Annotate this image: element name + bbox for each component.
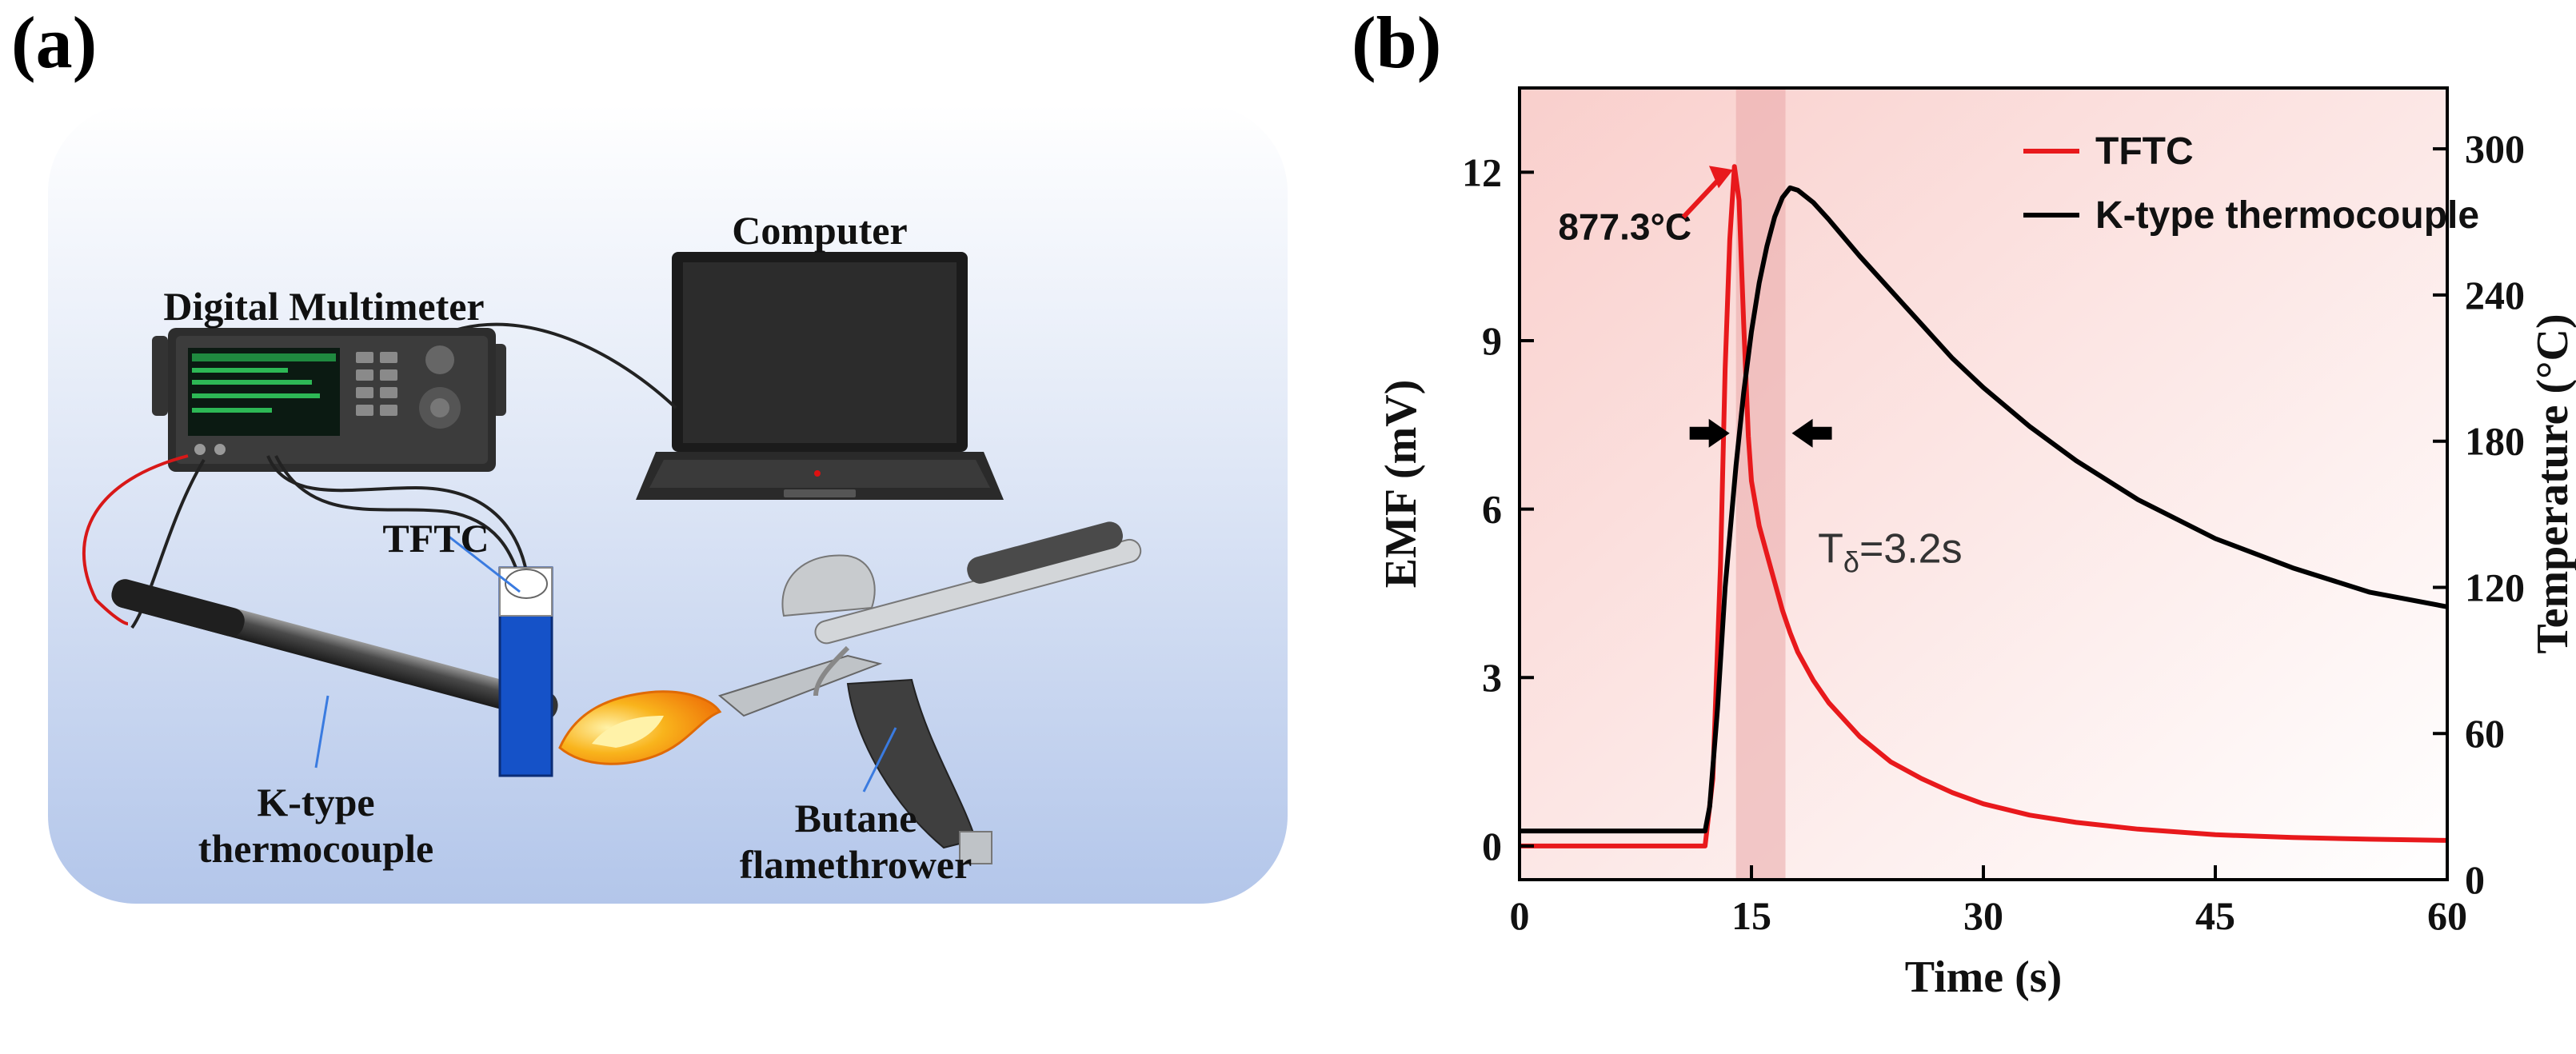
x-tick-label: 0: [1510, 893, 1530, 938]
y-right-tick-label: 240: [2465, 273, 2525, 317]
series-line-ktype: [1520, 185, 2448, 834]
peak-annotation: 877.3°C: [1558, 206, 1691, 248]
butane-label-line2: flamethrower: [740, 842, 972, 887]
flame-icon: [558, 690, 722, 765]
tftc-label: TFTC: [382, 516, 489, 561]
laptop-icon: [636, 252, 1004, 500]
panel-label-a: (a): [11, 2, 98, 83]
x-tick-label: 30: [1963, 893, 2003, 938]
legend: TFTC K-type thermocouple: [2023, 130, 2479, 237]
legend-label-ktype: K-type thermocouple: [2095, 194, 2479, 237]
butane-label-line1: Butane: [795, 796, 917, 840]
response-time-annotation: Tδ=3.2s: [1818, 525, 1962, 578]
response-time-band: [1735, 88, 1786, 880]
flamethrower-icon: [717, 521, 1142, 864]
y-axis-left-title: EMF (mV): [1376, 380, 1426, 589]
y-axis-right-title: Temperature (°C): [2528, 313, 2576, 653]
butane-callout-line: [862, 727, 897, 792]
plot-area: [1520, 88, 2447, 880]
series-line-tftc: [1520, 164, 2448, 848]
x-axis-title: Time (s): [1905, 952, 2063, 1002]
legend-label-tftc: TFTC: [2095, 130, 2194, 173]
series-layer: [1520, 164, 2448, 848]
ktype-label-line2: thermocouple: [198, 826, 433, 871]
setup-illustration: Computer Digital Multimeter TFTC K-type …: [48, 104, 1288, 904]
ktype-callout-line: [314, 695, 329, 769]
y-right-tick-label: 60: [2465, 711, 2505, 756]
y-right-tick-label: 180: [2465, 419, 2525, 464]
multimeter-icon: [152, 328, 506, 472]
y-left-tick-label: 6: [1482, 487, 1502, 532]
computer-label: Computer: [732, 208, 907, 253]
multimeter-label: Digital Multimeter: [163, 284, 484, 329]
tftc-callout-line: [447, 534, 521, 593]
y-left-tick-label: 12: [1462, 150, 1502, 194]
black-wire: [130, 458, 206, 629]
tftc-probe-icon: [498, 566, 553, 777]
y-left-tick-label: 0: [1482, 824, 1502, 868]
band-end-arrow: [1791, 418, 1832, 448]
band-start-arrow: [1689, 418, 1730, 448]
y-left-tick-label: 9: [1482, 318, 1502, 363]
setup-background: [48, 104, 1288, 904]
y-right-tick-label: 300: [2465, 126, 2525, 171]
x-tick-label: 45: [2195, 893, 2235, 938]
x-tick-label: 15: [1731, 893, 1771, 938]
peak-arrow: [1681, 174, 1724, 219]
y-right-tick-label: 0: [2465, 857, 2485, 902]
peak-arrowhead: [1708, 166, 1733, 189]
y-right-tick-label: 120: [2465, 565, 2525, 609]
panel-label-b: (b): [1352, 2, 1442, 83]
ktype-label-line1: K-type: [257, 780, 374, 824]
x-tick-label: 60: [2427, 893, 2467, 938]
tftc-wire-2: [274, 455, 521, 581]
red-wire: [82, 454, 189, 625]
y-left-tick-label: 3: [1482, 655, 1502, 700]
